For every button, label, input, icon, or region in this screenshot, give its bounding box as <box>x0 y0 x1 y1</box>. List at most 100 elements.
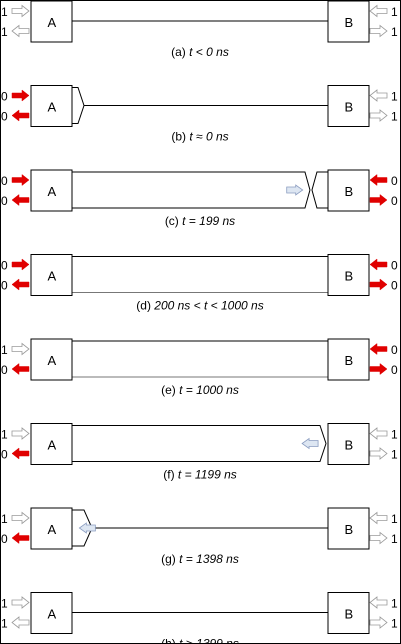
right-top-arrow-icon <box>369 342 388 356</box>
right-bottom-value: 1 <box>391 448 398 462</box>
right-top-arrow-icon <box>369 4 388 18</box>
box-a-label: A <box>48 100 57 115</box>
box-b-label: B <box>345 100 354 115</box>
right-top-value: 1 <box>391 597 398 611</box>
right-bottom-value: 0 <box>391 363 398 377</box>
left-bottom-arrow-icon <box>11 447 30 460</box>
box-b <box>327 592 370 634</box>
box-a-label: A <box>48 522 57 537</box>
panel-caption: (e) t = 1000 ns <box>161 383 239 397</box>
right-top-value: 0 <box>391 343 398 357</box>
box-a <box>30 592 73 634</box>
right-top-arrow-icon <box>369 173 388 187</box>
caption-time: t < 0 ns <box>189 45 229 59</box>
box-b-label: B <box>345 353 354 368</box>
box-a-label: A <box>48 438 57 453</box>
caption-prefix: (c) <box>165 214 182 228</box>
box-a <box>30 169 73 212</box>
box-a-label: A <box>48 353 57 368</box>
caption-prefix: (d) <box>136 299 154 313</box>
left-bottom-value: 0 <box>1 110 8 124</box>
box-a <box>30 338 73 381</box>
caption-time: t = 199 ns <box>182 214 235 228</box>
line-wavefront <box>72 425 327 462</box>
box-b-label: B <box>345 184 354 199</box>
box-b-label: B <box>345 15 354 30</box>
box-b <box>327 423 370 465</box>
caption-prefix: (a) <box>171 45 189 59</box>
left-bottom-value: 0 <box>1 532 8 546</box>
caption-time: 200 ns < t < 1000 ns <box>153 299 263 313</box>
panel-e: A B 1 0 0 0 (e) t = 1000 ns <box>1 338 398 397</box>
box-a-label: A <box>48 15 57 30</box>
right-top-arrow-icon <box>369 89 388 102</box>
box-b <box>327 507 370 550</box>
caption-time: t > 1399 ns <box>179 637 239 644</box>
right-bottom-arrow-icon <box>369 193 388 207</box>
left-bottom-arrow-icon <box>11 531 30 545</box>
left-top-value: 1 <box>1 343 8 357</box>
box-a <box>30 423 73 465</box>
caption-prefix: (h) <box>161 637 179 644</box>
left-bottom-value: 1 <box>1 25 8 39</box>
box-a <box>30 254 73 296</box>
caption-time: t = 1398 ns <box>179 552 239 566</box>
left-top-arrow-icon <box>11 173 30 187</box>
box-b-label: B <box>345 269 354 284</box>
right-bottom-value: 1 <box>391 617 398 631</box>
left-bottom-value: 1 <box>1 617 8 631</box>
box-a <box>30 507 73 550</box>
right-bottom-arrow-icon <box>369 531 388 545</box>
right-bottom-value: 1 <box>391 25 398 39</box>
left-bottom-value: 0 <box>1 279 8 293</box>
panel-caption: (b) t ≈ 0 ns <box>171 130 228 144</box>
caption-time: t = 1000 ns <box>179 383 239 397</box>
panel-caption: (g) t = 1398 ns <box>161 552 239 566</box>
left-bottom-value: 0 <box>1 363 8 377</box>
box-b <box>327 338 370 381</box>
box-b <box>327 85 370 127</box>
left-top-value: 0 <box>1 174 8 188</box>
right-bottom-arrow-icon <box>369 109 388 122</box>
panel-a: A B 1 1 1 1 (a) t < 0 ns <box>1 0 398 59</box>
left-bottom-arrow-icon <box>11 278 30 291</box>
right-bottom-value: 1 <box>391 532 398 546</box>
left-bottom-arrow-icon <box>11 193 30 207</box>
left-top-arrow-icon <box>11 342 30 356</box>
left-top-value: 1 <box>1 512 8 526</box>
right-top-arrow-icon <box>369 511 388 525</box>
left-top-value: 1 <box>1 5 8 19</box>
right-top-value: 0 <box>391 174 398 188</box>
left-bottom-arrow-icon <box>11 24 30 38</box>
right-bottom-arrow-icon <box>369 362 388 376</box>
right-top-arrow-icon <box>369 596 388 609</box>
left-bottom-value: 0 <box>1 448 8 462</box>
caption-prefix: (e) <box>161 383 179 397</box>
right-bottom-arrow-icon <box>369 278 388 291</box>
box-b-label: B <box>345 607 354 622</box>
wave-pulse-icon <box>301 437 319 450</box>
left-top-value: 0 <box>1 259 8 273</box>
right-top-arrow-icon <box>369 258 388 271</box>
panel-caption: (a) t < 0 ns <box>171 45 229 59</box>
left-top-value: 1 <box>1 428 8 442</box>
right-top-value: 1 <box>391 428 398 442</box>
box-b <box>327 254 370 296</box>
line-wavefront-right <box>311 171 328 209</box>
box-a-label: A <box>48 184 57 199</box>
left-top-arrow-icon <box>11 4 30 18</box>
left-bottom-arrow-icon <box>11 109 30 122</box>
right-bottom-arrow-icon <box>369 24 388 38</box>
left-top-arrow-icon <box>11 596 30 609</box>
box-a <box>30 0 73 43</box>
right-top-value: 1 <box>391 5 398 19</box>
caption-time: t = 1199 ns <box>178 468 237 482</box>
left-bottom-value: 0 <box>1 194 8 208</box>
panel-caption: (f) t = 1199 ns <box>163 468 237 482</box>
